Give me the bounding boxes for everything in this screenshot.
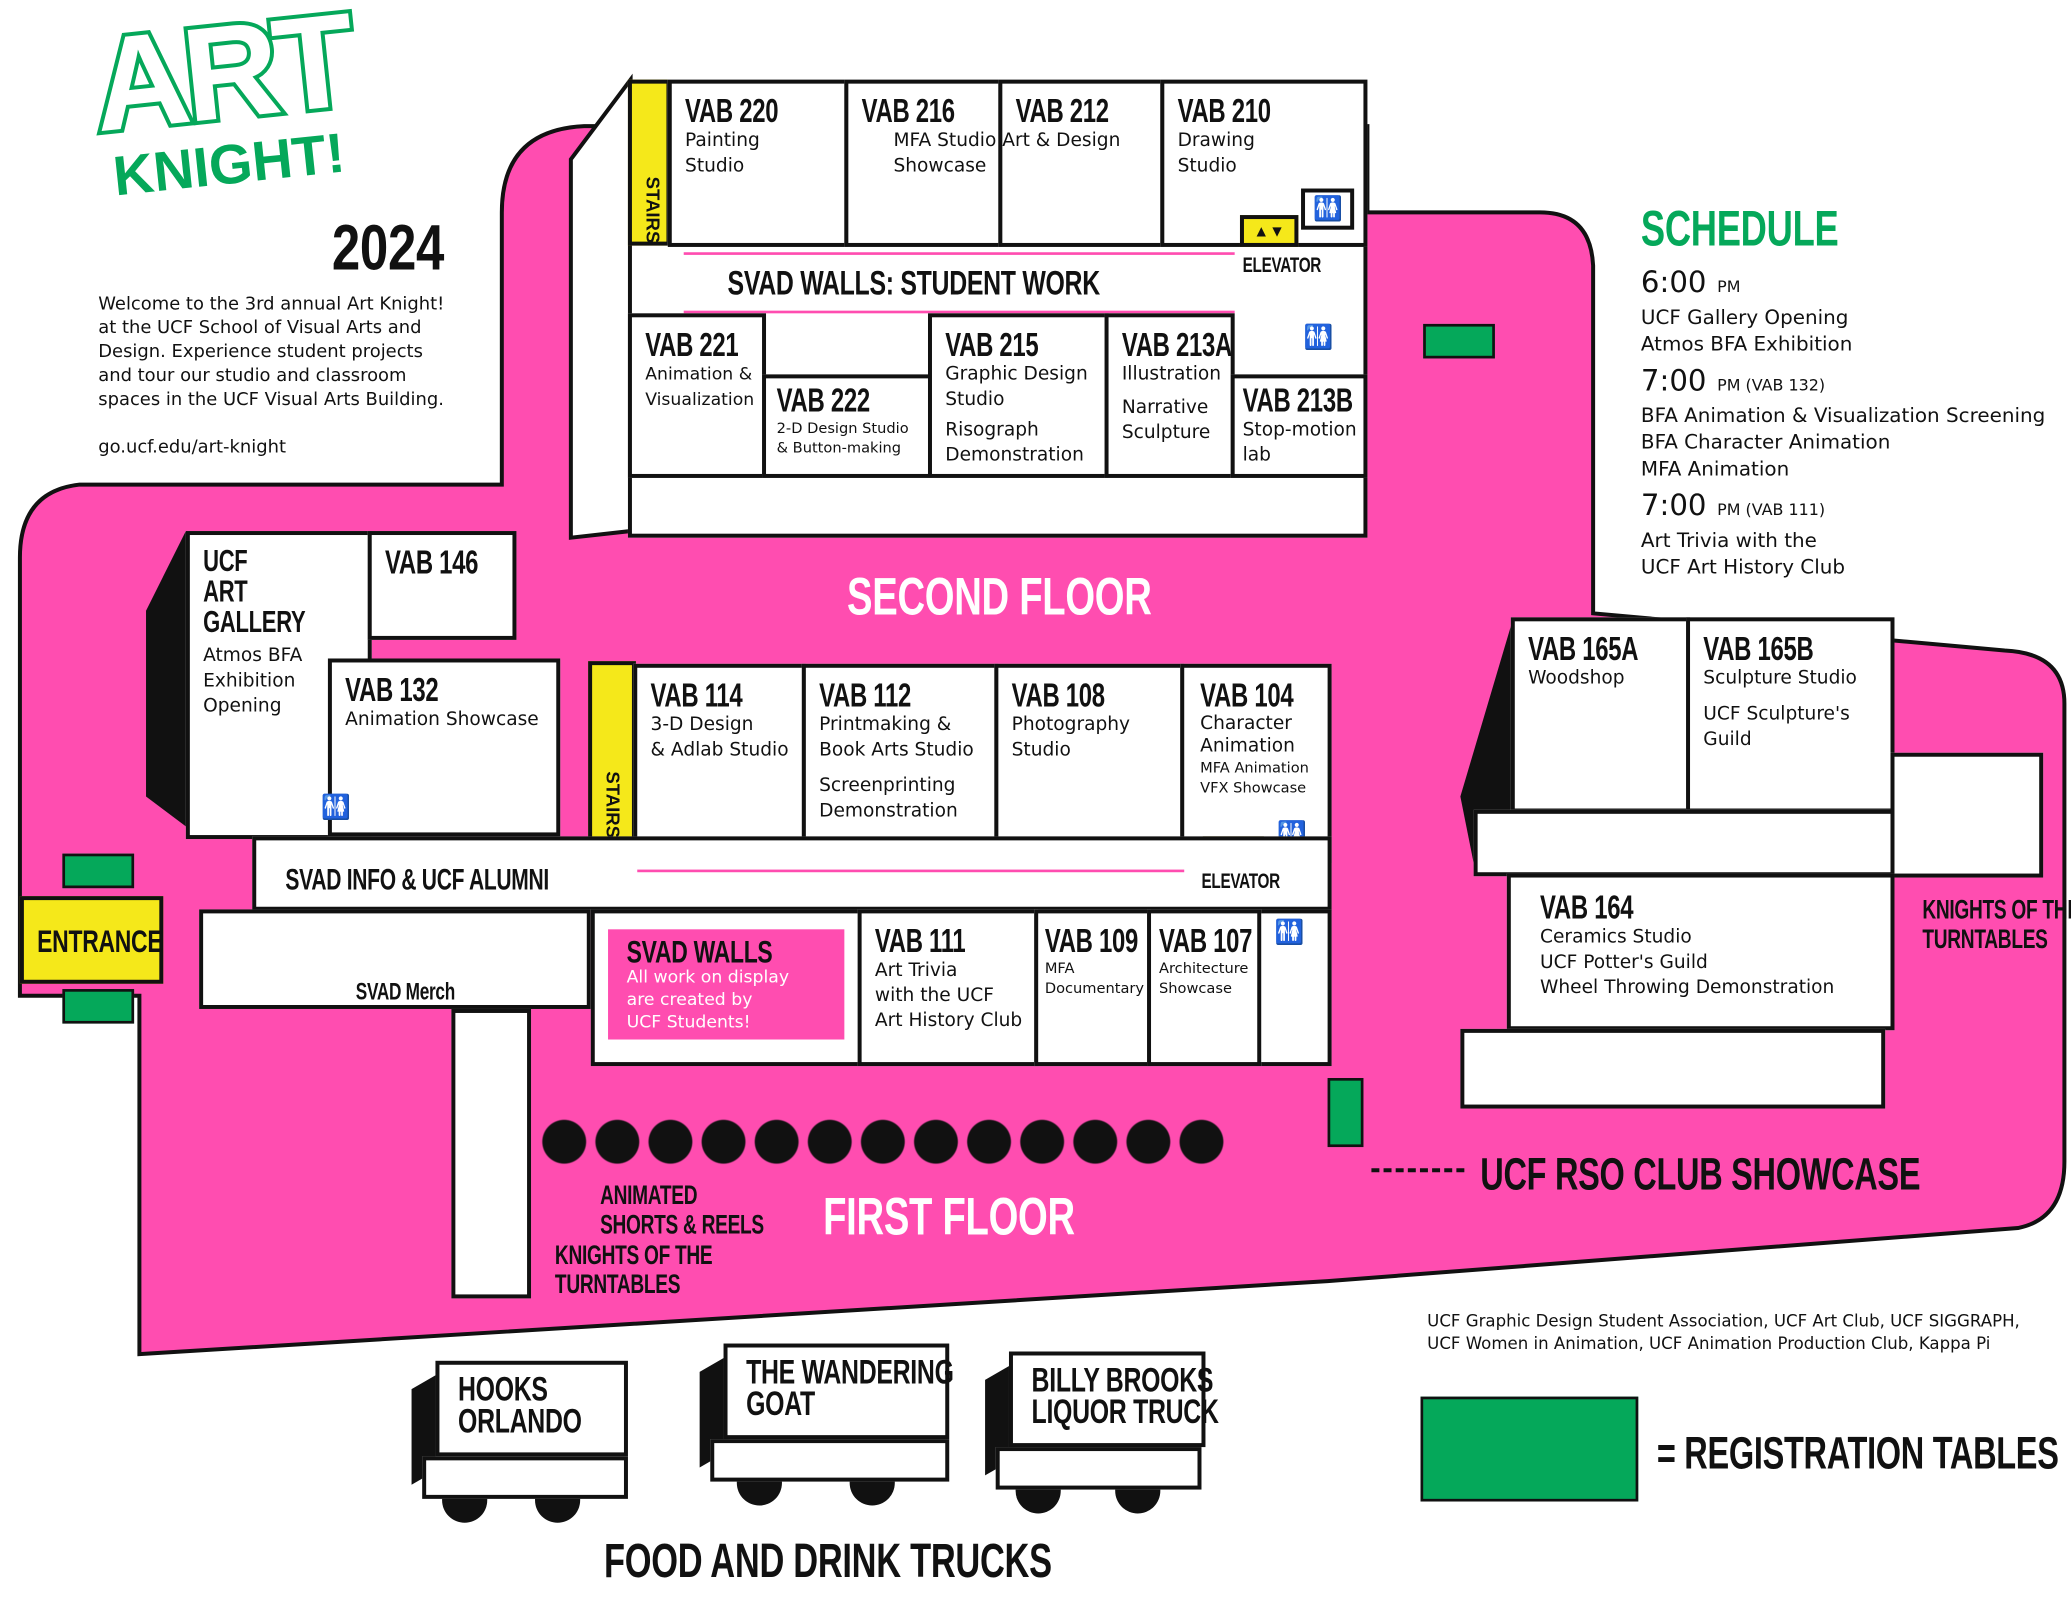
restroom-icon: 🚻: [1301, 188, 1355, 230]
schedule-time: 6:00: [1640, 266, 1707, 301]
intro-line: at the UCF School of Visual Arts and: [98, 317, 422, 339]
registration-table: [62, 853, 135, 889]
room-vab-146[interactable]: VAB 146: [367, 531, 517, 640]
room-vab-212[interactable]: VAB 212: [998, 79, 1165, 247]
intro-line: Welcome to the 3rd annual Art Knight!: [98, 293, 445, 315]
corridor-label: SVAD WALLS: STUDENT WORK: [727, 262, 1101, 303]
legend-registration-swatch: [1420, 1396, 1639, 1502]
elevator-label: ELEVATOR: [1242, 254, 1322, 278]
building-base: [1473, 809, 1895, 877]
food-trucks-title: FOOD AND DRINK TRUCKS: [604, 1533, 1052, 1588]
art-knight-logo: ART KNIGHT!: [82, 0, 361, 207]
shrubs: [537, 1115, 1229, 1166]
svad-info-label: SVAD INFO & UCF ALUMNI: [285, 862, 549, 897]
first-floor-corridor: [252, 836, 1332, 911]
schedule-time: 7:00: [1640, 365, 1707, 399]
schedule-suffix: PM (VAB 111): [1717, 500, 1826, 520]
corridor-wall: [637, 869, 1185, 873]
first-floor-label: FIRST FLOOR: [823, 1188, 1075, 1247]
second-floor-stairs[interactable]: STAIRS: [627, 79, 671, 246]
rso-showcase-label: UCF RSO CLUB SHOWCASE: [1480, 1149, 1921, 1201]
elevator-label: ELEVATOR: [1201, 870, 1280, 894]
schedule-line: MFA Animation: [1640, 456, 1790, 481]
schedule-line: Art Trivia with the: [1640, 528, 1817, 553]
schedule-line: UCF Art History Club: [1640, 554, 1846, 579]
restroom-icon: 🚻: [321, 793, 352, 821]
svad-walls-panel: SVAD WALLS All work on display are creat…: [608, 929, 845, 1040]
schedule-line: BFA Animation & Visualization Screening: [1640, 403, 2046, 428]
year: 2024: [331, 213, 445, 285]
intro-text: Welcome to the 3rd annual Art Knight! at…: [98, 292, 444, 459]
elevator-icon: ▲▼: [1239, 215, 1299, 247]
restroom-icon: 🚻: [1274, 918, 1305, 946]
entrance[interactable]: ENTRANCE: [19, 896, 164, 984]
intro-line: spaces in the UCF Visual Arts Building.: [98, 388, 444, 411]
schedule-title: SCHEDULE: [1640, 201, 1839, 258]
schedule-suffix: PM (VAB 132): [1717, 375, 1826, 395]
svad-walls-corridor: [683, 252, 1235, 314]
registration-table: [62, 989, 135, 1024]
registration-table: [1423, 323, 1495, 359]
turntables-booth: [1890, 752, 2044, 878]
rso-pointer: [1371, 1168, 1465, 1173]
registration-table: [1327, 1078, 1364, 1148]
svad-merch-label: SVAD Merch: [355, 978, 455, 1005]
intro-line: Design. Experience student projects: [98, 341, 423, 363]
schedule-line: UCF Gallery Opening: [1640, 305, 1849, 330]
schedule-suffix: PM: [1717, 277, 1741, 297]
walkway: [451, 1008, 532, 1299]
intro-link[interactable]: go.ucf.edu/art-knight: [98, 436, 287, 459]
schedule: SCHEDULE 6:00 PM UCF Gallery Opening Atmo…: [1641, 202, 2045, 580]
restroom-icon: 🚻: [1303, 323, 1334, 351]
intro-line: and tour our studio and classroom: [98, 365, 407, 387]
legend-registration-label: = REGISTRATION TABLES: [1656, 1428, 2059, 1479]
schedule-line: Atmos BFA Exhibition: [1640, 331, 1853, 356]
building-base: [1460, 1028, 1886, 1109]
second-floor-label: SECOND FLOOR: [847, 568, 1152, 627]
schedule-time: 7:00: [1640, 489, 1707, 524]
schedule-line: BFA Character Animation: [1640, 430, 1891, 455]
clubs-list: UCF Graphic Design Student Association, …: [1427, 1310, 2020, 1353]
svad-merch-wing: [199, 909, 591, 1009]
first-floor-stairs[interactable]: STAIRS: [588, 661, 636, 858]
